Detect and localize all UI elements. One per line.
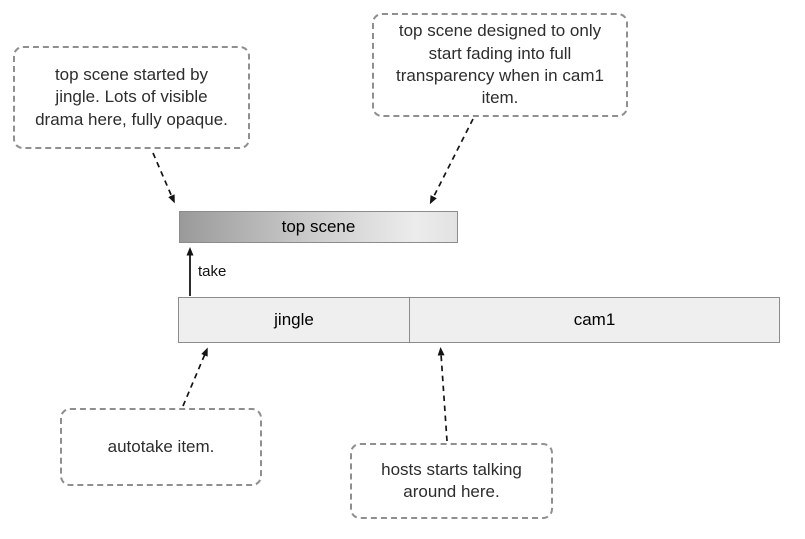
callout-top-scene-started: top scene started by jingle. Lots of vis… <box>13 46 250 149</box>
timeline-segment-cam1: cam1 <box>409 298 779 342</box>
jingle-segment-label: jingle <box>274 310 314 329</box>
top-scene-bar: top scene <box>179 211 458 243</box>
top-scene-bar-label: top scene <box>281 217 356 236</box>
timeline-segment-jingle: jingle <box>179 298 409 342</box>
callout-hosts-talking: hosts starts talking around here. <box>350 443 553 519</box>
cam1-segment-label: cam1 <box>573 310 616 329</box>
arrow-top-left-callout-to-top-scene <box>152 152 175 204</box>
timeline-bar: jingle cam1 <box>178 297 780 343</box>
callout-top-scene-fading: top scene designed to only start fading … <box>372 13 628 117</box>
arrow-hosts-callout-to-cam1 <box>437 347 448 442</box>
take-arrow-label: take <box>198 263 227 280</box>
callout-autotake-item: autotake item. <box>60 408 262 486</box>
arrow-autotake-callout-to-jingle <box>182 347 208 407</box>
arrow-top-right-callout-to-top-scene <box>429 118 474 205</box>
